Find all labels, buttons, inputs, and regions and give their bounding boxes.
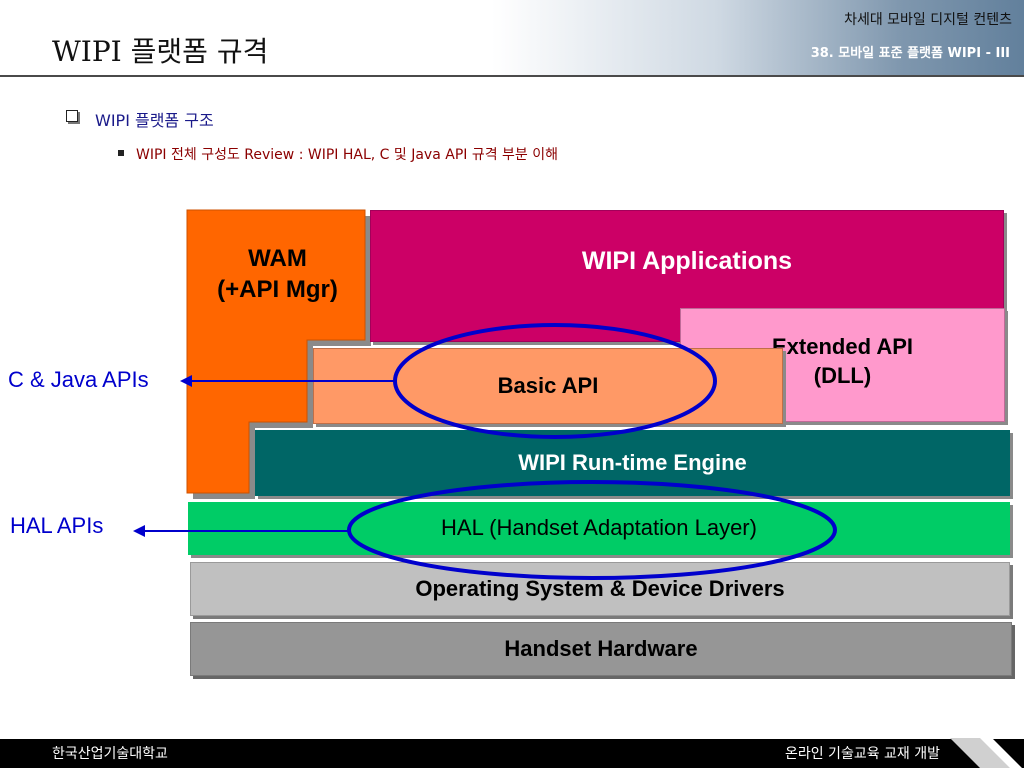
c-java-apis-label: C & Java APIs (8, 367, 149, 392)
wam-label: WAM (+API Mgr) (217, 245, 338, 304)
hal-block: HAL (Handset Adaptation Layer) (188, 502, 1010, 555)
square-bullet-icon (118, 150, 124, 156)
bullet-level1-text: WIPI 플랫폼 구조 (95, 111, 214, 130)
wam-block (186, 209, 366, 494)
footer-stripe-decoration (950, 738, 1022, 768)
c-java-apis-arrow (180, 375, 394, 387)
basic-api-highlight-ellipse (393, 323, 717, 439)
lecture-title: 38. 모바일 표준 플랫폼 WIPI - III (810, 46, 1010, 61)
bullet-level2-text: WIPI 전체 구성도 Review : WIPI HAL, C 및 Java … (136, 147, 559, 163)
runtime-engine-block: WIPI Run-time Engine (255, 430, 1010, 496)
header-divider (0, 75, 1024, 77)
hal-highlight-ellipse (347, 480, 837, 580)
hal-apis-arrow (133, 525, 349, 537)
footer-university: 한국산업기술대학교 (52, 746, 168, 762)
footer-bar (0, 739, 1024, 768)
header-bar (0, 0, 1024, 76)
slide-title: WIPI 플랫폼 규격 (52, 35, 269, 68)
checkbox-bullet-icon (66, 110, 78, 122)
hal-apis-label: HAL APIs (10, 513, 104, 538)
handset-hardware-block: Handset Hardware (190, 622, 1012, 676)
footer-caption: 온라인 기술교육 교재 개발 (784, 746, 940, 762)
course-title: 차세대 모바일 디지털 컨텐츠 (844, 12, 1012, 28)
